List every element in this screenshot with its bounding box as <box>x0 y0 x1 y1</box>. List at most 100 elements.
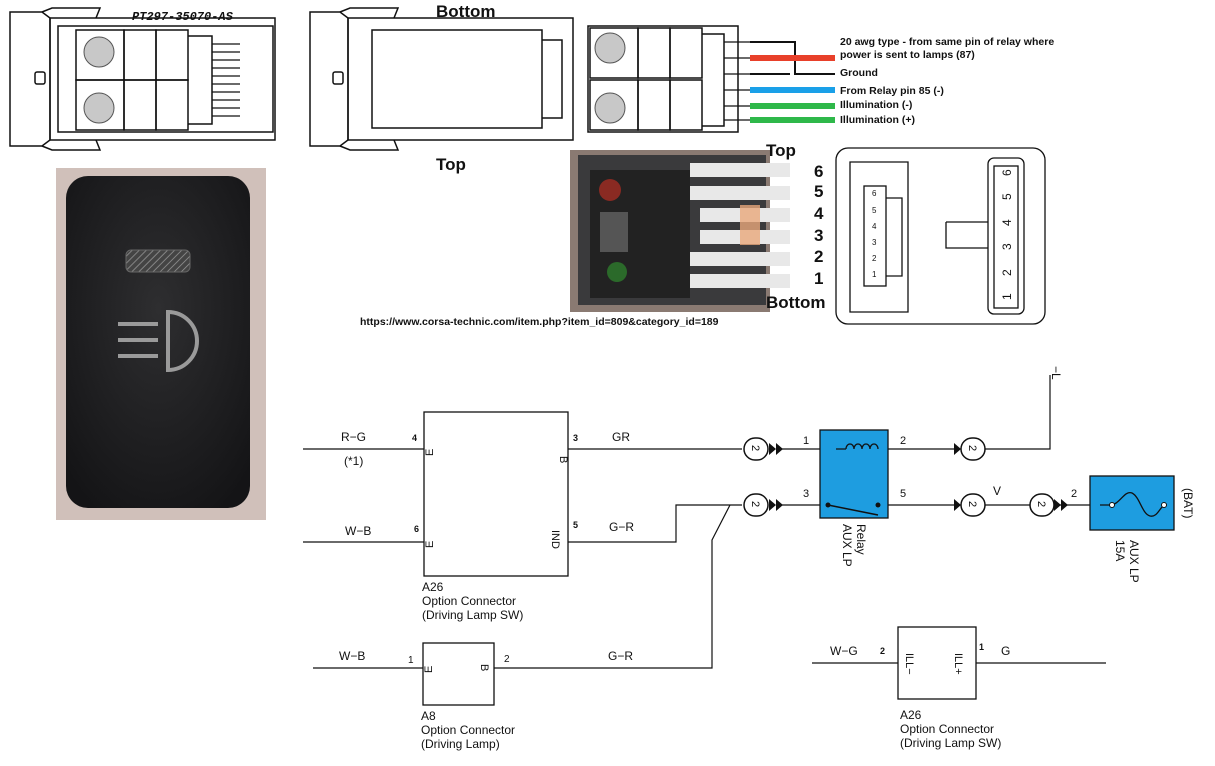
connector-photo <box>570 150 790 312</box>
svg-text:AUX LP: AUX LP <box>840 524 854 567</box>
pin-label: E <box>423 666 435 673</box>
pin-number: 1 <box>814 269 823 288</box>
led-dot <box>594 92 626 124</box>
svg-text:15A: 15A <box>1113 540 1127 561</box>
a26-pins: E E B IND <box>424 449 569 549</box>
svg-text:2: 2 <box>1071 488 1077 500</box>
pin-label: ILL− <box>903 653 915 675</box>
junction-2: 2 <box>743 493 783 517</box>
pin-number: 5 <box>573 520 578 530</box>
pin-number: 5 <box>814 182 823 201</box>
svg-text:(Driving Lamp SW): (Driving Lamp SW) <box>422 608 523 622</box>
pin-number: 3 <box>872 238 877 247</box>
pinout-drawing <box>835 147 1046 325</box>
pin-number: 2 <box>814 247 823 266</box>
pin-number: 4 <box>1000 219 1014 226</box>
pin-number: 6 <box>872 189 877 198</box>
pin-number: 1 <box>408 655 414 666</box>
pin-number: 4 <box>814 204 824 223</box>
switch-drawing-side <box>309 7 574 151</box>
a8-connector-box <box>422 642 495 706</box>
wire1-label: 20 awg type - from same pin of relay whe… <box>840 36 1054 48</box>
pin-number: 1 <box>979 642 984 652</box>
wire2-label: Ground <box>840 67 878 79</box>
aux-lp-fuse <box>1089 475 1175 531</box>
wire-color-label: V <box>993 484 1001 498</box>
pin-number: 6 <box>1000 169 1014 176</box>
relay-caption: AUX LP Relay <box>840 524 868 567</box>
led-dot <box>83 36 115 68</box>
svg-text:(Driving Lamp SW): (Driving Lamp SW) <box>900 736 1001 750</box>
a26-ill-pins: ILL− ILL+ <box>903 653 964 675</box>
wire-color-label: −L <box>1049 366 1063 380</box>
photo-pin-numbers: 6 5 4 3 2 1 <box>814 162 824 288</box>
top-label: Top <box>436 155 466 174</box>
wire-color-label: W−B <box>345 524 371 538</box>
junction-2: 2 <box>743 437 783 461</box>
pin-number: 5 <box>872 206 877 215</box>
pin-number: 1 <box>1000 293 1014 300</box>
a8-caption: A8 Option Connector (Driving Lamp) <box>421 709 515 751</box>
source-url[interactable]: https://www.corsa-technic.com/item.php?i… <box>360 316 719 328</box>
svg-text:2: 2 <box>900 435 906 447</box>
part-number: PT297-35070-AS <box>132 10 234 24</box>
photo-bottom-label: Bottom <box>766 293 825 312</box>
svg-text:Relay: Relay <box>854 524 868 555</box>
wire-lines <box>750 41 835 123</box>
a8-pin-numbers: 1 2 <box>408 654 510 666</box>
svg-text:A8: A8 <box>421 709 436 723</box>
a26-pin-numbers: 4 6 3 5 <box>412 433 578 534</box>
fuse-labels: 2 15A AUX LP (BAT) <box>1071 488 1195 583</box>
pin-label: E <box>424 541 436 548</box>
svg-text:Option Connector: Option Connector <box>422 594 516 608</box>
svg-text:A26: A26 <box>422 580 444 594</box>
pin-number: 6 <box>814 162 823 181</box>
pin-label: B <box>478 664 490 671</box>
svg-text:AUX LP: AUX LP <box>1127 540 1141 583</box>
wire-color-label: R−G <box>341 430 366 444</box>
switch-photo <box>56 168 266 520</box>
junction-2: 2 <box>1029 493 1068 517</box>
svg-text:5: 5 <box>900 488 906 500</box>
pin-number: 1 <box>872 270 877 279</box>
a26-ill-pin-numbers: 2 1 <box>880 642 984 656</box>
pin-label: IND <box>549 530 561 549</box>
photo-top-label: Top <box>766 141 796 160</box>
pinout-left-numbers: 6 5 4 3 2 1 <box>872 189 877 279</box>
schematic-lines <box>303 375 1106 669</box>
pin-label: E <box>424 449 436 456</box>
svg-text:Option Connector: Option Connector <box>421 723 515 737</box>
pin-number: 6 <box>414 524 419 534</box>
wire-color-label: W−B <box>339 649 365 663</box>
led-dot <box>594 32 626 64</box>
led-dot <box>83 92 115 124</box>
pin-number: 4 <box>872 222 877 231</box>
svg-text:2: 2 <box>966 445 978 451</box>
pin-number: 5 <box>1000 193 1014 200</box>
wire-color-label: G−R <box>608 649 633 663</box>
pin-label: ILL+ <box>952 653 964 675</box>
pin-number: 3 <box>1000 243 1014 250</box>
junction-2: 2 <box>954 437 986 461</box>
wire5-label: Illumination (+) <box>840 114 915 126</box>
aux-lp-relay <box>819 429 889 519</box>
a26-ill-caption: A26 Option Connector (Driving Lamp SW) <box>900 708 1001 750</box>
switch-drawing-front <box>9 7 276 151</box>
pin-number: 2 <box>880 646 885 656</box>
pin-label: B <box>557 456 569 463</box>
wire-color-label: G−R <box>609 520 634 534</box>
svg-text:(Driving Lamp): (Driving Lamp) <box>421 737 500 751</box>
pin-number: 3 <box>814 226 823 245</box>
wire-color-label: (*1) <box>344 454 363 468</box>
svg-text:A26: A26 <box>900 708 922 722</box>
pinout-right-numbers: 6 5 4 3 2 1 <box>1000 169 1014 300</box>
svg-text:1: 1 <box>803 435 809 447</box>
pin-number: 2 <box>504 654 510 665</box>
wire1b-label: power is sent to lamps (87) <box>840 49 975 61</box>
a8-pins: E B <box>423 664 490 673</box>
fog-lamp-icon <box>118 309 199 373</box>
svg-text:3: 3 <box>803 488 809 500</box>
pin-number: 3 <box>573 433 578 443</box>
pin-number: 2 <box>872 254 877 263</box>
